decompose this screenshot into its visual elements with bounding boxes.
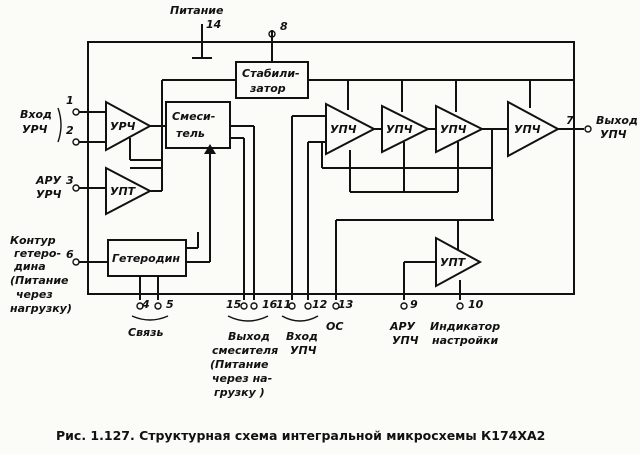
upt-indicator-block: УПТ 9 10 АРУ УПЧ Индикатор настройки [389, 220, 500, 347]
mixer-label-1: Смеси- [172, 110, 215, 123]
output-upch-label-2: УПЧ [600, 128, 627, 141]
heterodyne-block: Контур гетеро- дина (Питание через нагру… [10, 232, 210, 315]
figure-caption: Рис. 1.127. Структурная схема интегральн… [56, 428, 545, 443]
upch-1-label: УПЧ [330, 123, 357, 136]
pin-15: 15 [226, 298, 242, 311]
upch-3-label: УПЧ [440, 123, 467, 136]
contour-label-3: дина [13, 260, 46, 273]
pin-13: 13 [338, 298, 354, 311]
power-label: Питание [170, 4, 224, 17]
pin-16: 16 [262, 298, 278, 311]
contour-label-5: через [16, 288, 53, 301]
pin-1: 1 [66, 94, 74, 107]
pin-9: 9 [410, 298, 418, 311]
pin-14: 14 [206, 18, 221, 31]
mixer-out-label-2: смесителя [212, 344, 278, 357]
contour-label-1: Контур [10, 234, 56, 247]
aru-upch-label-1: АРУ [389, 320, 416, 333]
mixer-out-label-5: грузку ) [214, 386, 265, 399]
mixer-out-label-3: (Питание [210, 358, 269, 371]
output-upch-label-1: Выход [596, 114, 638, 127]
svyaz-pins: 4 5 Связь [128, 298, 174, 339]
urch-label: УРЧ [110, 120, 136, 133]
aru-upch-label-2: УПЧ [392, 334, 419, 347]
stabilizer-label-1: Стабили- [242, 67, 300, 80]
upch-chain: УПЧ УПЧ УПЧ УПЧ 7 Выход УПЧ [321, 80, 638, 220]
upt-aru-block: АРУ УРЧ 3 УПТ [35, 166, 163, 216]
pin-11: 11 [276, 298, 291, 311]
stabilizer-label-2: затор [249, 82, 286, 95]
os-label: ОС [326, 320, 343, 333]
input-urch-label-2: УРЧ [22, 123, 48, 136]
indicator-label-1: Индикатор [430, 320, 500, 333]
mixer-label-2: тель [176, 127, 205, 140]
power-pin: Питание 14 [170, 4, 224, 59]
indicator-label-2: настройки [432, 334, 499, 347]
heterodyne-label: Гетеродин [112, 252, 180, 265]
mixer-output-pins: 15 16 Выход смесителя (Питание через на-… [210, 298, 278, 399]
pin-5: 5 [166, 298, 174, 311]
pin-12: 12 [312, 298, 328, 311]
input-urch-label-1: Вход [20, 108, 52, 121]
pin-4: 4 [141, 298, 150, 311]
aru-urch-label-2: УРЧ [36, 188, 62, 201]
contour-label-4: (Питание [10, 274, 69, 287]
input-upch-label-1: Вход [286, 330, 318, 343]
input-upch-label-2: УПЧ [290, 344, 317, 357]
pin-8: 8 [280, 20, 288, 33]
chip-outline [87, 41, 575, 295]
pin-10: 10 [468, 298, 484, 311]
contour-label-2: гетеро- [14, 247, 61, 260]
pin-6: 6 [66, 248, 74, 261]
upch-4-label: УПЧ [514, 123, 541, 136]
upch-2-label: УПЧ [386, 123, 413, 136]
pin-3: 3 [66, 174, 74, 187]
upt-indicator-label: УПТ [440, 256, 467, 269]
pin-2: 2 [66, 124, 74, 137]
upch-input-pins: 11 12 13 Вход УПЧ ОС [276, 115, 494, 357]
mixer-out-label-4: через на- [212, 372, 272, 385]
contour-label-6: нагрузку) [10, 302, 72, 315]
stabilizer-block: 8 Стабили- затор [161, 20, 574, 168]
pin-7: 7 [566, 114, 574, 127]
upt-aru-label: УПТ [110, 185, 137, 198]
mixer-block: Смеси- тель [165, 101, 255, 300]
mixer-out-label-1: Выход [228, 330, 270, 343]
svyaz-label: Связь [128, 326, 163, 339]
aru-urch-label-1: АРУ [35, 174, 62, 187]
